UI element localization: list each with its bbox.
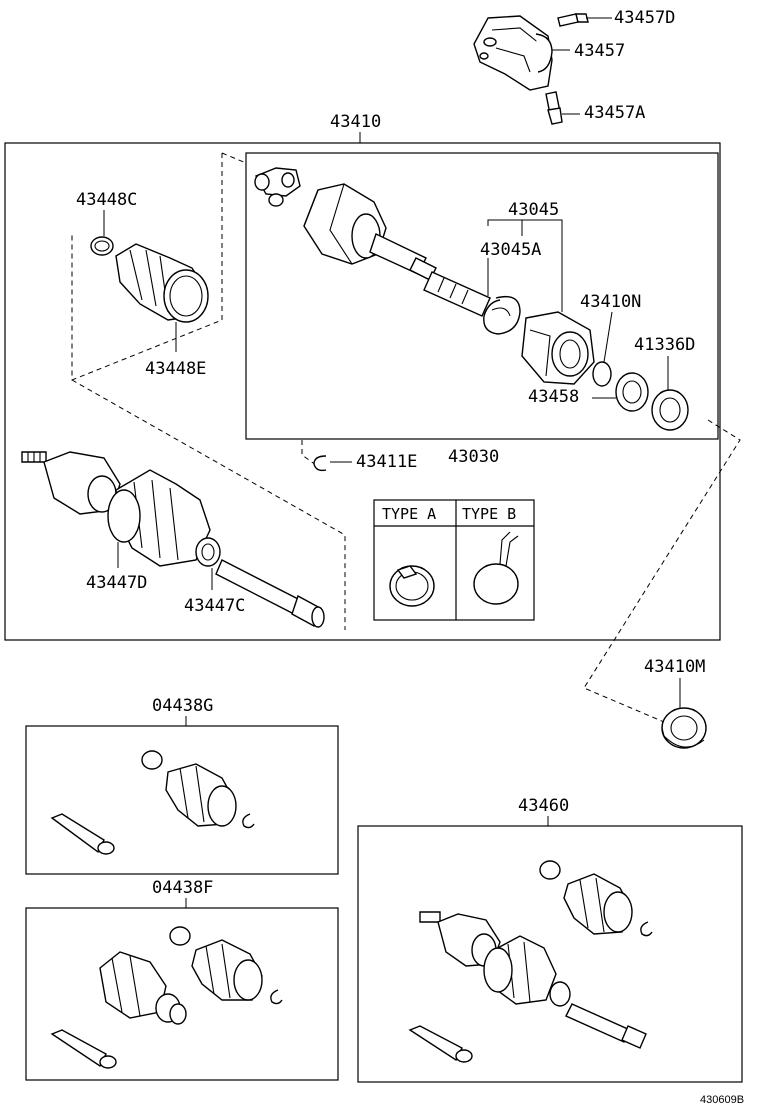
inner-boot-clamp-large [163, 269, 209, 323]
inner-shaft [369, 233, 491, 317]
label-43447D: 43447D [86, 573, 147, 593]
label-43410: 43410 [330, 112, 381, 132]
label-43030: 43030 [448, 447, 499, 467]
snap-ring-43411E [313, 455, 327, 472]
label-43411E: 43411E [356, 452, 417, 472]
bracket-bolt-lower [545, 91, 563, 125]
outer-axle-stub [21, 451, 47, 463]
label-41336D: 41336D [634, 335, 695, 355]
label-04438F: 04438F [152, 878, 213, 898]
bracket-bolt-upper [557, 13, 589, 27]
bearing-43458 [615, 372, 649, 412]
kit-43460-small-clamp [539, 860, 561, 880]
center-bearing-housing [521, 311, 595, 385]
label-43045: 43045 [508, 200, 559, 220]
type-a-heading: TYPE A [382, 505, 436, 523]
type-b-clamp [473, 531, 519, 605]
kit-43460-outer-boot [483, 935, 571, 1007]
kit-box-04438F [25, 907, 339, 1081]
tripod-spider [254, 167, 301, 207]
label-43045A: 43045A [480, 240, 541, 260]
kit-box-43460 [357, 825, 743, 1083]
figure-reference: 430609B [700, 1094, 744, 1106]
inner-box-43030 [245, 152, 719, 440]
inner-boot-clamp-small [90, 236, 114, 256]
kit-43460-shaft [565, 1003, 647, 1049]
bearing-bracket [473, 15, 553, 91]
label-43448C: 43448C [76, 190, 137, 210]
kit-box-04438G [25, 725, 339, 875]
kit-f-small-clamp [169, 926, 191, 946]
outer-shaft [215, 559, 325, 628]
kit-43460-grease-tube [408, 1025, 473, 1063]
kit-f-outer-boot [99, 951, 187, 1025]
label-43458: 43458 [528, 387, 579, 407]
label-43457D: 43457D [614, 8, 675, 28]
kit-f-ring [270, 989, 283, 1005]
snap-ring-43045A [483, 295, 521, 335]
label-43410M: 43410M [644, 657, 705, 677]
label-43447C: 43447C [184, 596, 245, 616]
kit-g-boot [165, 763, 237, 827]
type-a-clamp [389, 565, 435, 607]
outer-cv-joint [43, 451, 121, 515]
assembly-box-43410 [4, 142, 721, 641]
kit-g-ring [242, 813, 255, 829]
label-43460: 43460 [518, 796, 569, 816]
clamp-type-table: TYPE A TYPE B [373, 499, 535, 621]
kit-43460-axle-stub [419, 911, 441, 923]
kit-43460-ring [640, 921, 653, 937]
label-43410N: 43410N [580, 292, 641, 312]
label-43457: 43457 [574, 41, 625, 61]
oil-seal-41336D [651, 389, 689, 431]
type-b-heading: TYPE B [462, 505, 516, 523]
snap-ring-43410N [592, 361, 612, 387]
kit-g-small-clamp [141, 750, 163, 770]
outer-boot-clamp-43447C [195, 537, 221, 567]
kit-43460-inner-boot [563, 873, 633, 935]
oil-seal-43410M [661, 707, 707, 749]
kit-f-grease-tube [50, 1029, 117, 1069]
kit-f-inner-boot [191, 939, 263, 1001]
label-43457A: 43457A [584, 103, 645, 123]
outer-boot-43447D [107, 469, 211, 567]
label-43448E: 43448E [145, 359, 206, 379]
kit-g-grease-tube [50, 813, 115, 855]
label-04438G: 04438G [152, 696, 213, 716]
